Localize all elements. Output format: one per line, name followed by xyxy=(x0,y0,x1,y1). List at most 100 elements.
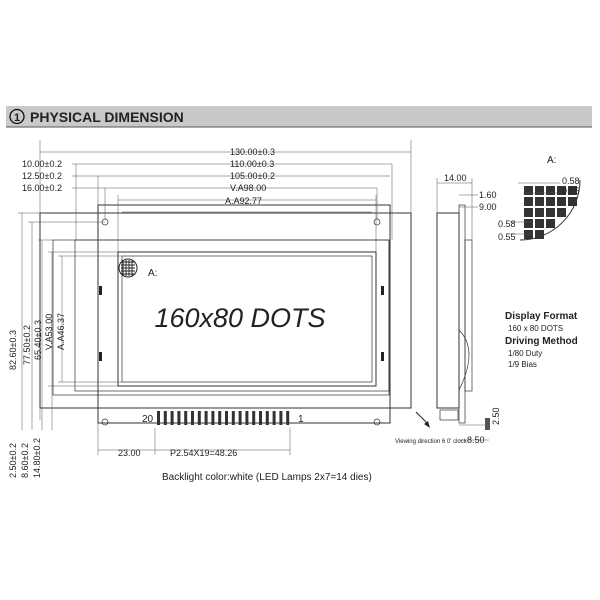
detail-mark: A: xyxy=(148,268,157,279)
detail-dot xyxy=(535,230,544,239)
detail-dot xyxy=(535,186,544,195)
detail-a-dim-lines xyxy=(510,182,560,235)
led-tab xyxy=(99,286,102,295)
connector-pin xyxy=(218,411,222,425)
dim-130: 130.00±0.3 xyxy=(230,147,275,157)
section-title: PHYSICAL DIMENSION xyxy=(30,109,184,125)
detail-dot xyxy=(524,197,533,206)
lcd-glass xyxy=(74,239,390,392)
connector-pin xyxy=(184,411,188,425)
connector-pin xyxy=(225,411,228,425)
connector-pin xyxy=(252,411,256,425)
connector-pin xyxy=(211,411,215,425)
detail-dim-0-58a: 0.58 xyxy=(562,176,580,186)
format-value: 160 x 80 DOTS xyxy=(508,324,563,333)
top-dimension-lines xyxy=(39,140,412,252)
drive-title: Driving Method xyxy=(505,336,578,347)
connector-pin xyxy=(197,411,201,425)
dim-23: 23.00 xyxy=(118,448,141,458)
detail-arc xyxy=(519,179,581,241)
detail-dot xyxy=(535,208,544,217)
connector-pin xyxy=(204,411,208,425)
detail-dot xyxy=(557,208,566,217)
detail-dot xyxy=(524,230,533,239)
pin-1-label: 1 xyxy=(298,414,304,425)
connector-pin xyxy=(265,411,269,425)
bottom-dimension-lines xyxy=(97,423,291,455)
led-tab xyxy=(381,352,384,361)
mounting-hole-tr xyxy=(373,218,381,226)
format-title: Display Format xyxy=(505,311,578,322)
detail-dot xyxy=(546,208,555,217)
connector-pins xyxy=(157,411,290,425)
detail-dot xyxy=(524,219,533,228)
detail-dot xyxy=(546,219,555,228)
dim-va98: V.A98.00 xyxy=(230,183,266,193)
header-bar xyxy=(6,106,592,127)
led-tab xyxy=(381,286,384,295)
dim-110: 110.00±0.3 xyxy=(230,159,274,169)
detail-dot xyxy=(568,186,577,195)
dim-82-6: 82.60±0.3 xyxy=(8,330,18,370)
detail-dot xyxy=(557,197,566,206)
side-dim-1-6: 1.60 xyxy=(479,190,497,200)
pcb-outline xyxy=(97,204,391,424)
dim-pitch: P2.54X19=48.26 xyxy=(170,448,237,458)
dim-10: 10.00±0.2 xyxy=(22,159,62,169)
detail-a-marker xyxy=(118,258,138,278)
detail-dot xyxy=(546,186,555,195)
dots-label: 160x80 DOTS xyxy=(154,303,325,333)
connector-pin xyxy=(170,411,174,425)
side-dim-8-5: 8.50 xyxy=(467,435,485,445)
section-number: 1 xyxy=(14,112,20,124)
detail-dim-0-58b: 0.58 xyxy=(498,219,516,229)
connector-pin xyxy=(259,411,262,425)
dim-16: 16.00±0.2 xyxy=(22,183,62,193)
bias: 1/9 Bias xyxy=(508,360,537,369)
dim-8-6: 8.60±0.2 xyxy=(20,443,30,478)
dim-105: 105.00±0.2 xyxy=(230,171,275,181)
backlight-note: Backlight color:white (LED Lamps 2x7=14 … xyxy=(162,472,372,483)
viewing-area xyxy=(117,251,377,387)
side-dim-14: 14.00 xyxy=(444,173,467,183)
active-area xyxy=(121,255,373,383)
connector-pin xyxy=(191,411,194,425)
connector-pin xyxy=(279,411,283,425)
connector-pin xyxy=(177,411,181,425)
detail-dim-0-55a: 0.55 xyxy=(562,186,580,196)
detail-a-grid xyxy=(519,179,581,241)
dim-va53: V.A53.00 xyxy=(44,314,54,350)
dim-14-8: 14.80±0.2 xyxy=(32,438,42,478)
connector-pin xyxy=(238,411,242,425)
mounting-hole-bl xyxy=(101,418,109,426)
left-dimension-lines xyxy=(18,212,122,430)
pin-20-label: 20 xyxy=(142,414,154,425)
connector-pin xyxy=(163,411,167,425)
dim-77-5: 77.50±0.2 xyxy=(22,325,32,365)
section-number-circle xyxy=(9,108,25,125)
dim-2-5: 2.50±0.2 xyxy=(8,443,18,478)
connector-pin xyxy=(231,411,235,425)
detail-a-label: A: xyxy=(547,155,556,166)
duty: 1/80 Duty xyxy=(508,349,542,358)
connector-pin xyxy=(245,411,249,425)
connector-pin xyxy=(286,411,290,425)
detail-dot xyxy=(535,197,544,206)
detail-dot xyxy=(535,219,544,228)
connector-pin xyxy=(272,411,276,425)
detail-dot xyxy=(557,186,566,195)
side-dim-9: 9.00 xyxy=(479,202,497,212)
dim-aa92: A.A92.77 xyxy=(225,196,262,206)
module-outline xyxy=(39,212,412,409)
dim-aa46: A.A46.37 xyxy=(56,313,66,350)
detail-dot xyxy=(546,197,555,206)
led-tab xyxy=(99,352,102,361)
side-view xyxy=(415,178,490,441)
detail-dot xyxy=(524,208,533,217)
dim-12-5: 12.50±0.2 xyxy=(22,171,62,181)
dim-65-4: 65.40±0.3 xyxy=(33,320,43,360)
detail-dot xyxy=(568,197,577,206)
detail-dim-0-55b: 0.55 xyxy=(498,232,516,242)
detail-dot xyxy=(524,186,533,195)
